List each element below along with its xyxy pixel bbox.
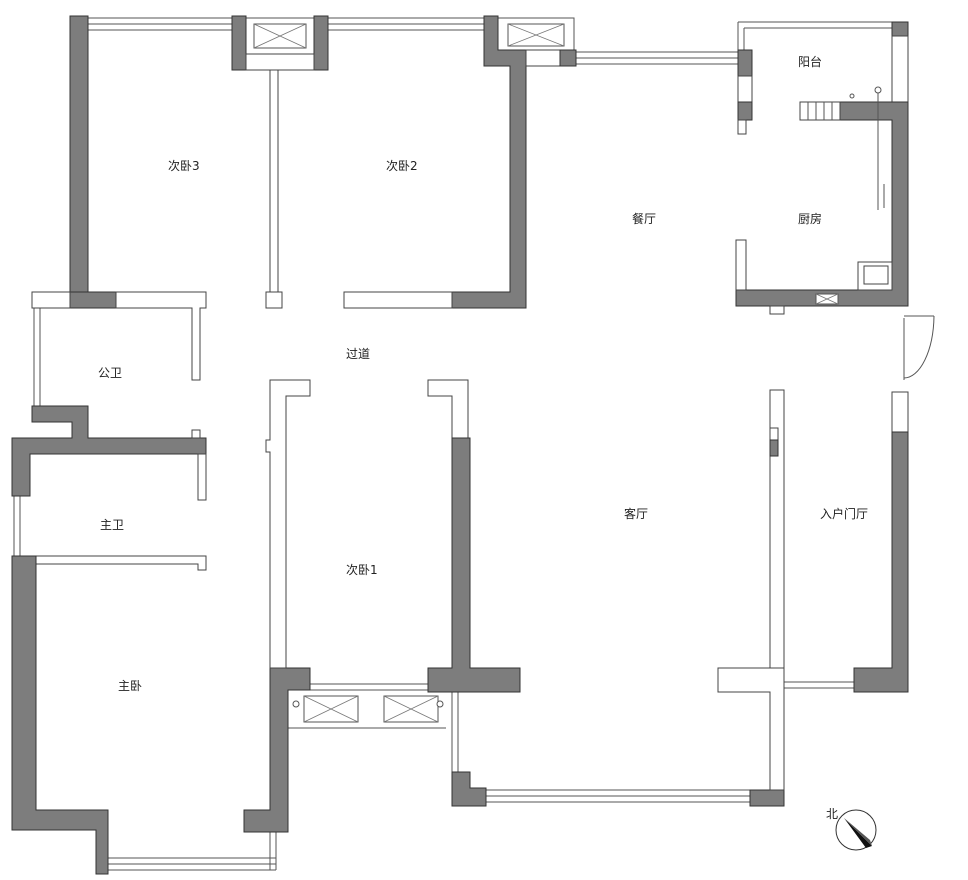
walls (11, 15, 909, 875)
label-entry-hall: 入户门厅 (820, 506, 868, 521)
label-bedroom2: 次卧2 (386, 159, 418, 173)
label-balcony: 阳台 (798, 54, 822, 69)
label-bedroom3: 次卧3 (168, 159, 200, 173)
label-bedroom1: 次卧1 (346, 563, 378, 577)
label-kitchen: 厨房 (798, 211, 822, 226)
compass-label: 北 (826, 807, 838, 821)
ac-units (245, 17, 575, 723)
north-arrow-icon (844, 818, 872, 848)
label-living: 客厅 (624, 506, 648, 521)
label-dining: 餐厅 (632, 211, 656, 226)
label-corridor: 过道 (346, 347, 370, 361)
label-master-bath: 主卫 (100, 518, 124, 532)
room-labels: 次卧3 次卧2 餐厅 阳台 厨房 过道 公卫 主卫 次卧1 客厅 入户门厅 主卧 (98, 54, 868, 693)
label-public-bath: 公卫 (98, 366, 122, 380)
label-master-bedroom: 主卧 (118, 679, 142, 693)
compass: 北 (826, 807, 877, 851)
window-lines (13, 17, 935, 871)
